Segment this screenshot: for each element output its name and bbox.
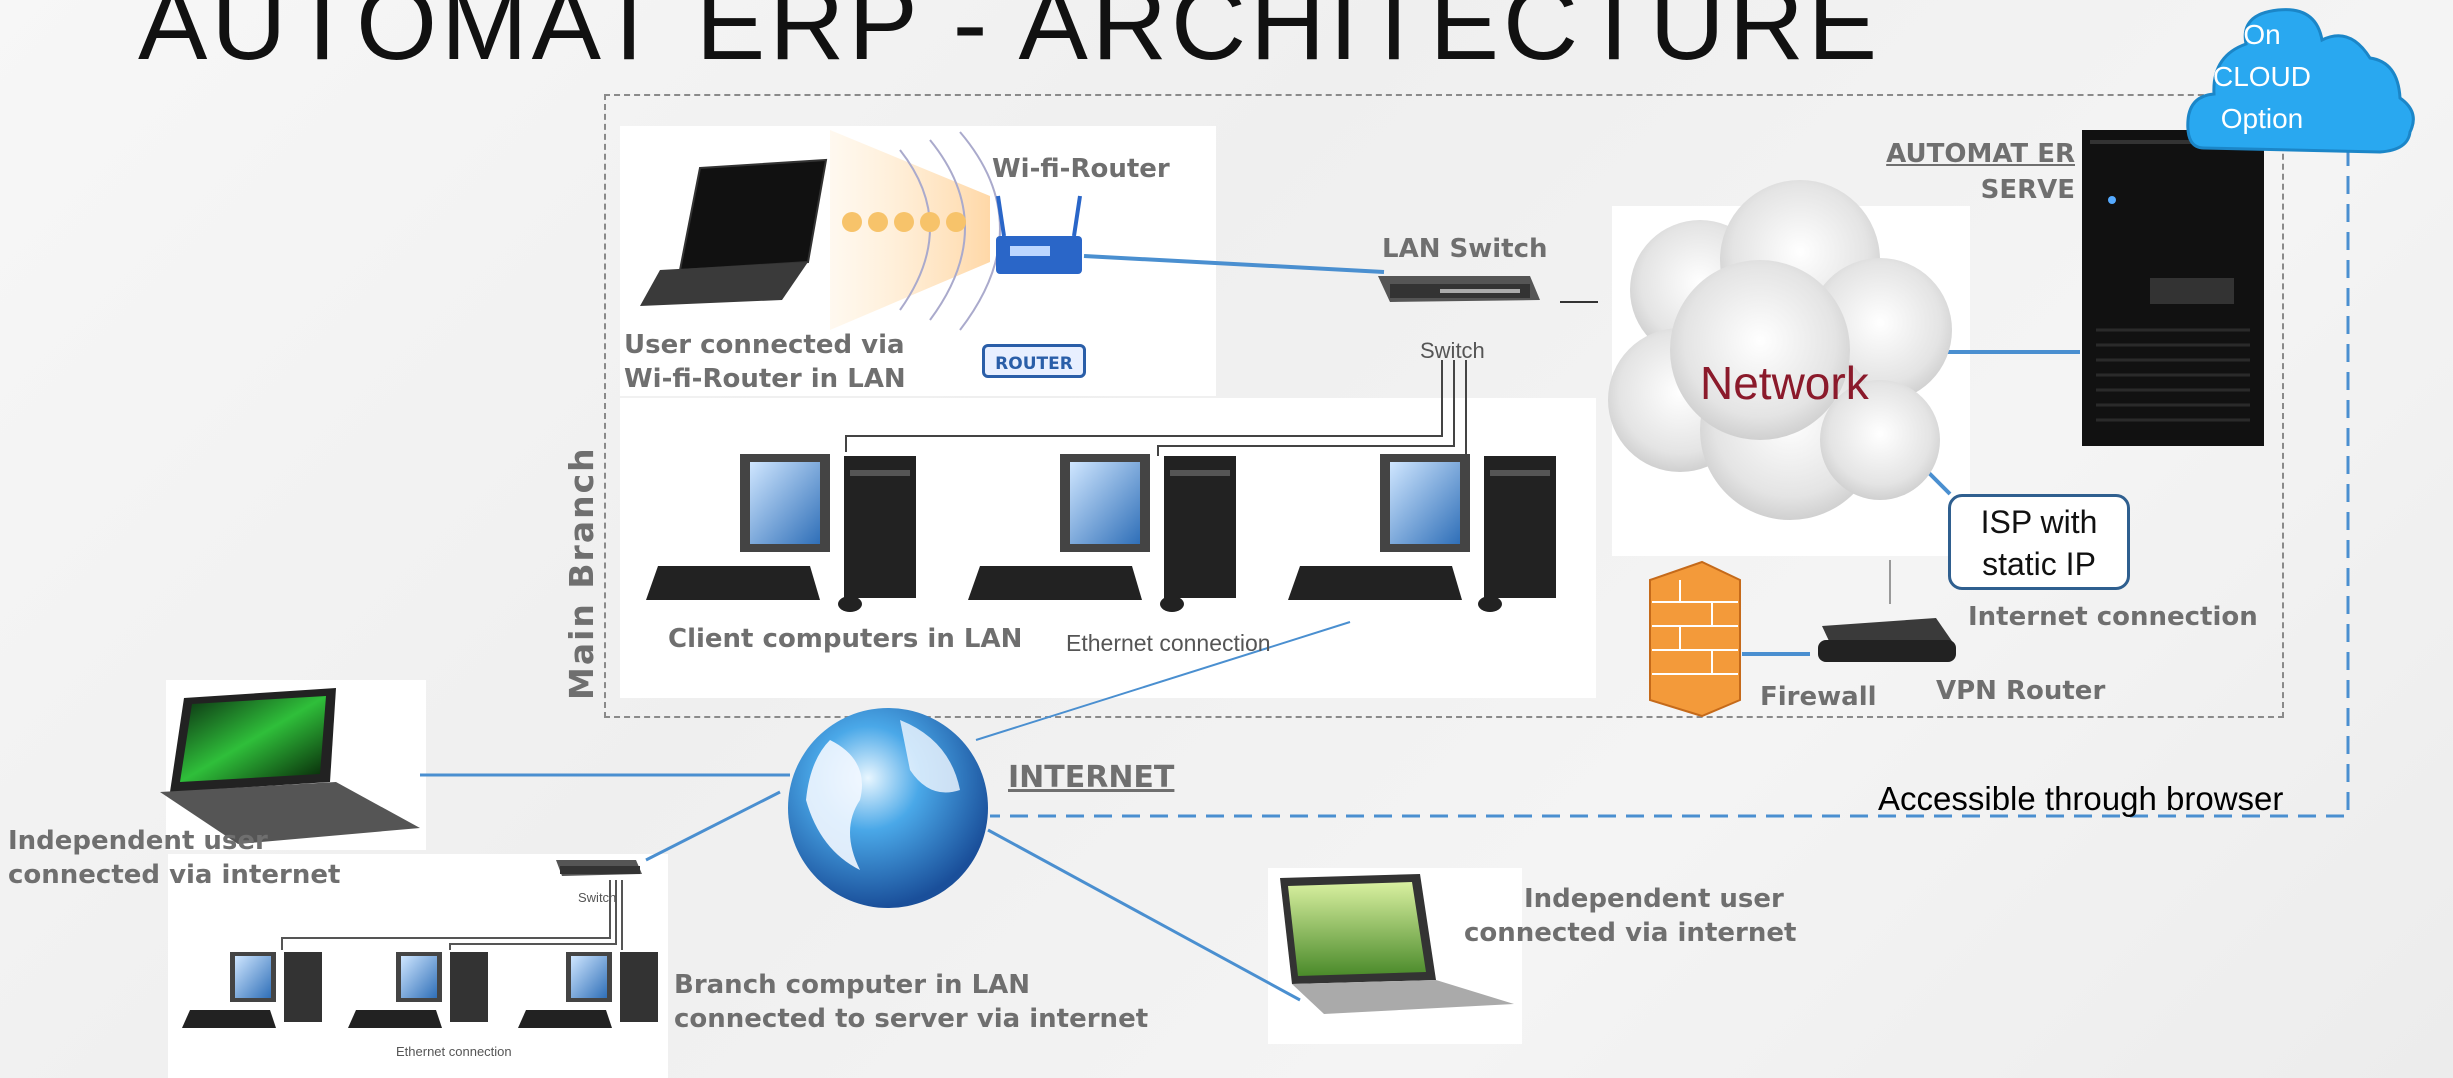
independent-laptop-left-illustration — [160, 688, 420, 844]
independent-laptop-right-illustration — [1280, 874, 1514, 1014]
branch-label-line2: connected to server via internet — [674, 1004, 1149, 1034]
accessible-label: Accessible through browser — [1878, 780, 2284, 817]
independent-user-left-line2: connected via internet — [8, 860, 341, 890]
internet-connection-label: Internet connection — [1968, 602, 2258, 632]
lan-client-computer-3 — [1288, 454, 1556, 612]
lan-client-computer-2 — [968, 454, 1236, 612]
branch-lines — [281, 880, 623, 950]
cloud-option-label: On CLOUD Option — [2200, 14, 2324, 140]
wifi-router-illustration — [996, 195, 1082, 274]
branch-switch-illustration — [556, 860, 642, 876]
firewall-illustration — [1649, 560, 1741, 718]
branch-ethernet-text: Ethernet connection — [396, 1044, 512, 1059]
independent-user-right-line2: connected via internet — [1464, 918, 1797, 948]
server-illustration — [2082, 130, 2264, 446]
isp-line1: ISP with — [1980, 504, 2098, 540]
wifi-signal-illustration — [830, 130, 1001, 331]
internet-globe-illustration — [788, 708, 988, 908]
isp-line2: static IP — [1982, 546, 2096, 582]
branch-computer-3 — [518, 952, 658, 1028]
main-branch-box — [604, 94, 2284, 718]
independent-user-left-line1: Independent user — [8, 826, 268, 856]
server-label-line2: SERVE — [1980, 175, 2075, 205]
router-badge: ROUTER — [982, 344, 1086, 378]
wifi-user-label-line2: Wi-fi-Router in LAN — [624, 364, 906, 394]
wifi-laptop-illustration — [640, 158, 828, 306]
cloud-line3: Option — [2220, 103, 2304, 134]
lan-switch-label: LAN Switch — [1382, 234, 1548, 264]
cloud-line2: CLOUD — [2212, 61, 2311, 92]
isp-box: ISP with static IP — [1948, 494, 2130, 590]
on-cloud-shape — [2186, 8, 2415, 154]
server-label: AUTOMAT ER SERVE — [1886, 136, 2075, 208]
server-label-line1: AUTOMAT ER — [1886, 139, 2075, 169]
ethernet-connection-label: Ethernet connection — [1066, 630, 1271, 656]
lan-switch-illustration — [1378, 276, 1540, 302]
branch-computer-1 — [182, 952, 322, 1028]
independent-user-right-line1: Independent user — [1524, 884, 1784, 914]
vpn-router-illustration — [1818, 618, 1956, 662]
wifi-user-label-line1: User connected via — [624, 330, 905, 360]
vpn-router-label: VPN Router — [1936, 676, 2106, 706]
cloud-line1: On — [2243, 19, 2281, 50]
internet-label: INTERNET — [1008, 760, 1175, 795]
wifi-router-label: Wi-fi-Router — [992, 154, 1170, 184]
branch-label-line1: Branch computer in LAN — [674, 970, 1031, 1000]
firewall-label: Firewall — [1760, 682, 1877, 712]
lan-switch-device-text: Switch — [1420, 338, 1485, 363]
branch-computer-2 — [348, 952, 488, 1028]
connector-lines — [420, 120, 2350, 1002]
client-computers-label: Client computers in LAN — [668, 624, 1023, 654]
network-cloud-illustration — [1608, 180, 1952, 520]
lan-client-computer-1 — [646, 454, 916, 612]
branch-switch-text: Switch — [578, 890, 617, 905]
page-title: AUTOMAT ERP - ARCHITECTURE — [138, 0, 1882, 82]
network-label: Network — [1700, 357, 1869, 409]
